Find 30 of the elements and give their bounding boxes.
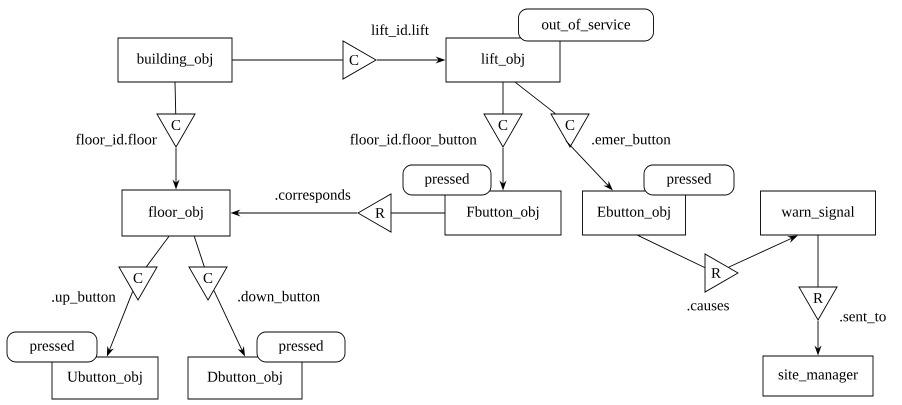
connector-line	[638, 235, 705, 268]
connector-line	[174, 82, 176, 114]
connector-line	[146, 236, 170, 267]
state-tag: pressed	[402, 164, 492, 196]
role-label: lift_id.lift	[371, 24, 429, 37]
role-label: .corresponds	[276, 189, 350, 203]
state-tag: out_of_service	[518, 8, 654, 42]
object-box: Fbutton_obj	[444, 190, 562, 236]
role-label: floor_id.floor_button	[350, 134, 477, 146]
object-box: lift_obj	[446, 38, 560, 82]
connector-line	[391, 212, 445, 214]
object-box: floor_obj	[122, 190, 230, 236]
object-box: building_obj	[118, 38, 232, 82]
role-label: .sent_to	[840, 312, 886, 324]
role-label: .emer_button	[592, 134, 671, 146]
role-label: floor_id.floor	[76, 134, 157, 146]
connector-line	[194, 236, 205, 267]
role-label: .causes	[688, 303, 729, 310]
object-box: Ebutton_obj	[582, 190, 686, 236]
object-box: Dbutton_obj	[188, 356, 302, 400]
object-box: warn_signal	[760, 190, 876, 236]
connector-line	[515, 82, 556, 114]
connector-line	[502, 82, 504, 114]
state-tag: pressed	[644, 164, 734, 196]
state-tag: pressed	[256, 332, 346, 362]
state-tag: pressed	[6, 332, 98, 362]
object-box: Ubutton_obj	[52, 356, 158, 400]
role-label: .down_button	[238, 290, 320, 304]
object-box: site_manager	[762, 356, 874, 396]
role-label: .up_button	[52, 291, 116, 305]
